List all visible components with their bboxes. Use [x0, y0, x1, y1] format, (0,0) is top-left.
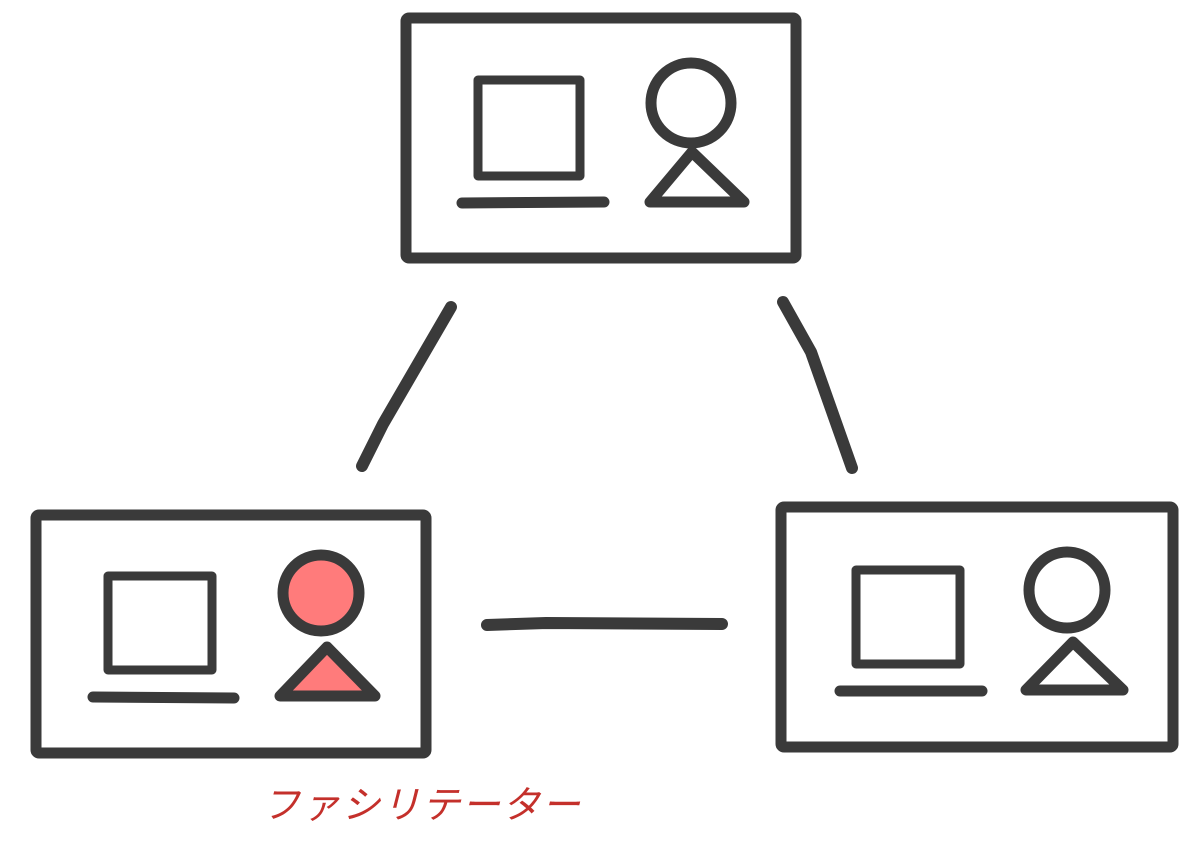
laptop-icon: [834, 565, 988, 697]
person-icon: [644, 57, 750, 208]
node-bottom-right: [775, 501, 1179, 753]
person-icon: [1020, 546, 1129, 696]
person-icon: [274, 549, 381, 702]
laptop-icon: [456, 75, 610, 209]
node-frame: [400, 12, 802, 264]
connection-top-to-bottom-left: [356, 301, 457, 472]
node-bottom-left: [30, 509, 432, 759]
connection-top-to-bottom-right: [777, 296, 858, 474]
person-head-highlight: [277, 549, 365, 637]
connections: [356, 296, 858, 631]
facilitator-label: ファシリテーター: [262, 783, 582, 827]
node-top: [400, 12, 802, 264]
node-frame: [30, 509, 432, 759]
laptop-icon: [87, 571, 240, 704]
node-frame: [775, 501, 1179, 753]
person-body-highlight: [274, 641, 381, 702]
connection-bottom-left-to-bottom-right: [481, 617, 728, 631]
